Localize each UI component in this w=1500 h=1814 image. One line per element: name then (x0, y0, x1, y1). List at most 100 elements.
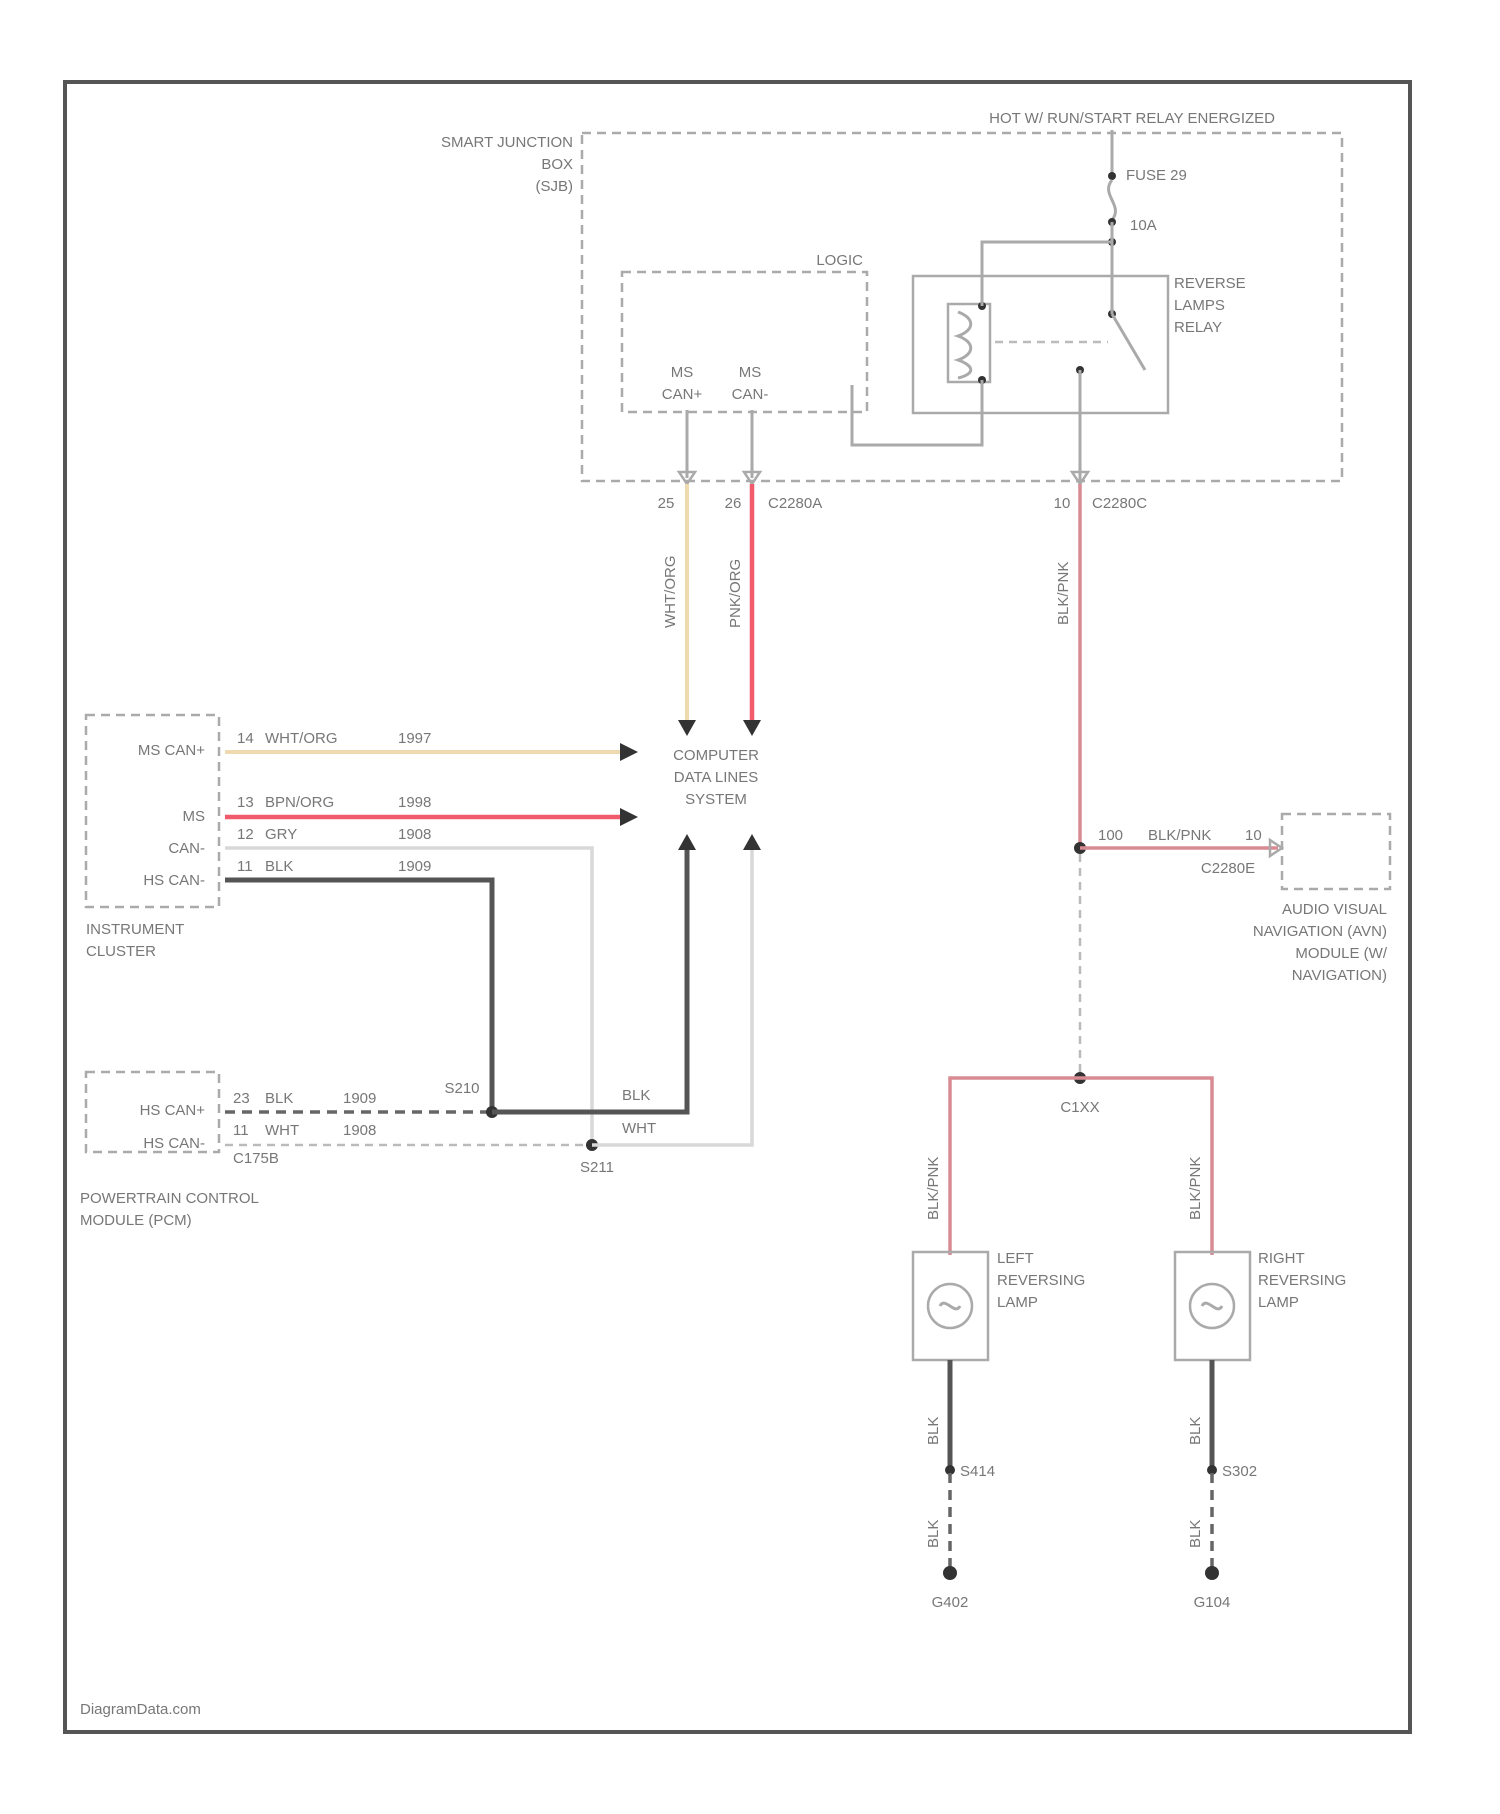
relay-coil-feed-wire (982, 242, 1112, 278)
right-lamp-filament (1202, 1303, 1222, 1309)
ic-wire-3-color: GRY (265, 826, 297, 843)
ground-g402-label: G402 (932, 1594, 969, 1611)
ic-label-1: INSTRUMENT (86, 921, 184, 938)
wire-wht-org-label: WHT/ORG (662, 556, 679, 629)
pin-10-label: 10 (1054, 495, 1071, 512)
pcm-pin-hs-can-plus-label: HS CAN+ (140, 1102, 206, 1119)
splice-s211-label: S211 (580, 1159, 614, 1176)
ic-wire-3-circuit: 1908 (398, 826, 431, 843)
ic-pin-12: 12 (237, 826, 254, 843)
watermark: DiagramData.com (80, 1701, 201, 1718)
avn-label-4: NAVIGATION) (1292, 967, 1387, 984)
cdls-label-3: SYSTEM (685, 791, 747, 808)
left-lamp-filament (940, 1303, 960, 1309)
right-lamp-label-1: RIGHT (1258, 1250, 1305, 1267)
ic-wire-4-color: BLK (265, 858, 293, 875)
avn-module-outline (1282, 814, 1390, 889)
ic-pin-14: 14 (237, 730, 254, 747)
avn-wire-color: BLK/PNK (1148, 827, 1211, 844)
ground-g402-symbol (943, 1566, 957, 1580)
wire-pnk-org-label: PNK/ORG (727, 559, 744, 628)
s211-wire-color: WHT (622, 1120, 656, 1137)
ground-g104-label: G104 (1194, 1594, 1231, 1611)
left-lamp-label-1: LEFT (997, 1250, 1034, 1267)
pcm-pin-23: 23 (233, 1090, 250, 1107)
ms-can-minus-label-2: CAN- (732, 386, 769, 403)
pcm-wire-1-circuit: 1909 (343, 1090, 376, 1107)
connector-c2280c-label: C2280C (1092, 495, 1147, 512)
cdls-label-1: COMPUTER (673, 747, 759, 764)
ic-pin-ms-label: MS (183, 808, 206, 825)
splice-lamps-label: C1XX (1060, 1099, 1099, 1116)
right-lamp-label-2: REVERSING (1258, 1272, 1346, 1289)
ms-can-plus-label-2: CAN+ (662, 386, 703, 403)
left-lamp-label-3: LAMP (997, 1294, 1038, 1311)
ic-pin-13: 13 (237, 794, 254, 811)
arrow-cdls-bottom-right (743, 834, 761, 850)
avn-label-1: AUDIO VISUAL (1282, 901, 1387, 918)
ic-wire-blk (225, 880, 492, 1112)
arrow-cdls-bottom-left (678, 834, 696, 850)
relay-label-3: RELAY (1174, 319, 1222, 336)
ic-pin-hs-can-label: HS CAN- (143, 872, 205, 889)
avn-pin-10: 10 (1245, 827, 1262, 844)
relay-switch-contact (1112, 314, 1145, 370)
avn-label-3: MODULE (W/ (1295, 945, 1387, 962)
ic-wire-1-color: WHT/ORG (265, 730, 338, 747)
arrow-ic-2 (620, 808, 638, 826)
logic-label: LOGIC (816, 252, 863, 269)
left-ground-wire-label-1: BLK (925, 1417, 942, 1445)
connector-c2280e-label: C2280E (1201, 860, 1255, 877)
pcm-wire-1-color: BLK (265, 1090, 293, 1107)
pin-25-label: 25 (658, 495, 675, 512)
relay-label-2: LAMPS (1174, 297, 1225, 314)
arrow-cdls-top-left (678, 720, 696, 736)
s210-wire-color: BLK (622, 1087, 650, 1104)
pcm-pin-11: 11 (233, 1122, 249, 1139)
left-lamp-label-2: REVERSING (997, 1272, 1085, 1289)
right-ground-wire-label-1: BLK (1187, 1417, 1204, 1445)
splice-s414-label: S414 (960, 1463, 995, 1480)
sjb-label-2: BOX (541, 156, 573, 173)
ic-wire-2-color: BPN/ORG (265, 794, 334, 811)
diagram-title: HOT W/ RUN/START RELAY ENERGIZED (989, 110, 1275, 127)
logic-to-relay-wire (852, 385, 982, 445)
ic-pin-can-minus-label: CAN- (168, 840, 205, 857)
ic-pin-11: 11 (237, 858, 253, 875)
fuse-label: FUSE 29 (1126, 167, 1187, 184)
pcm-wire-2-color: WHT (265, 1122, 299, 1139)
fuse-rating-label: 10A (1130, 217, 1157, 234)
connector-c2280a-label: C2280A (768, 495, 822, 512)
right-lamp-wire-label: BLK/PNK (1187, 1157, 1204, 1220)
avn-label-2: NAVIGATION (AVN) (1253, 923, 1387, 940)
connector-c175b-label: C175B (233, 1150, 279, 1167)
pcm-label-1: POWERTRAIN CONTROL (80, 1190, 259, 1207)
ic-pin-ms-can-plus-label: MS CAN+ (138, 742, 205, 759)
s210-to-cdls-wire (492, 850, 687, 1112)
splice-s210-label: S210 (444, 1080, 479, 1097)
wire-blk-pnk-label: BLK/PNK (1055, 562, 1072, 625)
ms-can-plus-label-1: MS (671, 364, 694, 381)
arrow-cdls-top-right (743, 720, 761, 736)
ic-label-2: CLUSTER (86, 943, 156, 960)
s211-to-cdls-wire (592, 850, 752, 1145)
smart-junction-box-outline (582, 133, 1342, 481)
arrow-ic-1 (620, 743, 638, 761)
left-lamp-wire-label: BLK/PNK (925, 1157, 942, 1220)
ground-g104-symbol (1205, 1566, 1219, 1580)
sjb-label-1: SMART JUNCTION (441, 134, 573, 151)
avn-pin-100: 100 (1098, 827, 1123, 844)
left-ground-wire-label-2: BLK (925, 1520, 942, 1548)
relay-label-1: REVERSE (1174, 275, 1246, 292)
right-ground-wire-label-2: BLK (1187, 1520, 1204, 1548)
fuse-element (1109, 180, 1116, 220)
ic-wire-4-circuit: 1909 (398, 858, 431, 875)
pcm-pin-hs-can-minus-label: HS CAN- (143, 1135, 205, 1152)
pin-26-label: 26 (725, 495, 742, 512)
cdls-label-2: DATA LINES (674, 769, 758, 786)
ic-wire-1-circuit: 1997 (398, 730, 431, 747)
splice-s302-label: S302 (1222, 1463, 1257, 1480)
pcm-wire-2-circuit: 1908 (343, 1122, 376, 1139)
relay-coil-winding (958, 312, 971, 378)
